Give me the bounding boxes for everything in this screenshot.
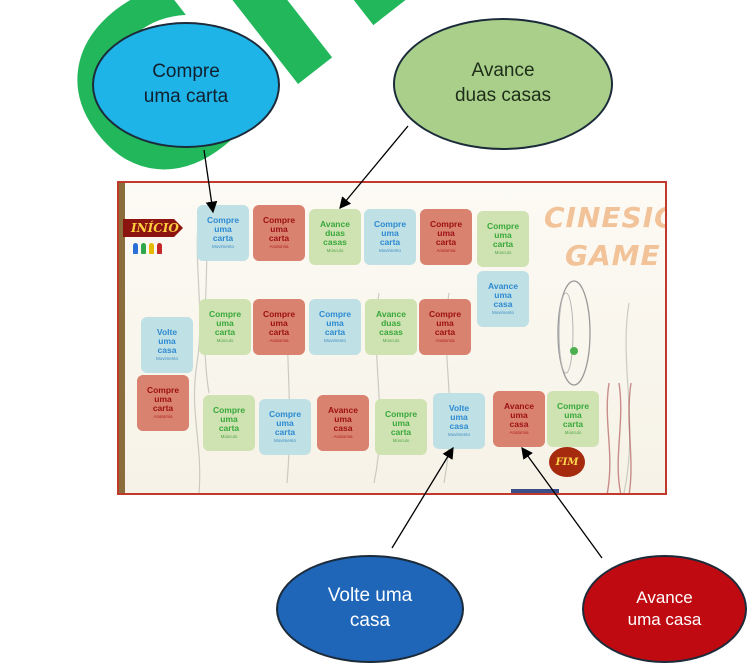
tile-action-text: Compre uma carta	[384, 409, 418, 438]
tile-category-text: Movimento	[155, 356, 178, 362]
start-flag: INÍCIO	[123, 219, 183, 237]
tile-category-text: Anatomia	[436, 248, 456, 254]
tile-category-text: Anatomia	[333, 434, 353, 440]
tile-category-text: Anatomia	[269, 244, 289, 250]
callout-back-one: Volte uma casa	[276, 555, 464, 663]
tile-category-text: Anatomia	[269, 338, 289, 344]
tile-category-text: Movimento	[378, 248, 401, 254]
tile-category-text: Músculo	[392, 438, 410, 444]
tile-category-text: Movimento	[323, 338, 346, 344]
game-title-line2: GAME	[565, 239, 661, 272]
tile-action-text: Compre uma carta	[373, 219, 407, 248]
board-edge	[119, 183, 125, 493]
tile-action-text: Compre uma carta	[486, 221, 520, 250]
tile-category-text: Movimento	[211, 244, 234, 250]
callout-advance-one: Avance uma casa	[582, 555, 747, 663]
callout-buy-card: Compre uma carta	[92, 22, 280, 148]
tile-category-text: Músculo	[220, 434, 238, 440]
tile-action-text: Avance duas casas	[376, 309, 406, 338]
tile-action-text: Compre uma carta	[206, 215, 240, 244]
tile-action-text: Avance uma casa	[488, 281, 518, 310]
tile-action-text: Compre uma carta	[428, 309, 462, 338]
tile-action-text: Volte uma casa	[156, 327, 178, 356]
tile-category-text: Movimento	[273, 438, 296, 444]
tile-action-text: Avance uma casa	[328, 405, 358, 434]
tile-action-text: Avance uma casa	[504, 401, 534, 430]
tile-action-text: Compre uma carta	[262, 215, 296, 244]
end-marker: FIM	[549, 447, 585, 477]
callout-advance-two-label: Avance duas casas	[454, 60, 552, 106]
tile-action-text: Compre uma carta	[429, 219, 463, 248]
board-footer-bar	[511, 489, 559, 493]
tile-category-text: Movimento	[447, 432, 470, 438]
tile-category-text: Movimento	[491, 310, 514, 316]
start-label: INÍCIO	[131, 221, 179, 235]
tile-category-text: Músculo	[382, 338, 400, 344]
tile-category-text: Anatomia	[509, 430, 529, 436]
pawn-green-icon	[141, 243, 146, 254]
tile-category-text: Músculo	[216, 338, 234, 344]
tile-category-text: Músculo	[494, 250, 512, 256]
tile-category-text: Anatomia	[435, 338, 455, 344]
tile-action-text: Compre uma carta	[208, 309, 242, 338]
tile-action-text: Compre uma carta	[146, 385, 180, 414]
tile-category-text: Músculo	[326, 248, 344, 254]
pawn-blue-icon	[133, 243, 138, 254]
end-label: FIM	[555, 456, 579, 468]
tile-action-text: Volte uma casa	[448, 403, 470, 432]
callout-buy-card-label: Compre uma carta	[143, 61, 229, 107]
tile-category-text: Músculo	[564, 430, 582, 436]
pawn-yellow-icon	[149, 243, 154, 254]
tile-action-text: Compre uma carta	[556, 401, 590, 430]
tile-category-text: Anatomia	[153, 414, 173, 420]
tile-action-text: Compre uma carta	[268, 409, 302, 438]
tile-action-text: Avance duas casas	[320, 219, 350, 248]
tile-action-text: Compre uma carta	[212, 405, 246, 434]
game-title-line1: CINESIO	[544, 201, 667, 234]
callout-advance-two: Avance duas casas	[393, 18, 613, 150]
pawn-red-icon	[157, 243, 162, 254]
tile-action-text: Compre uma carta	[262, 309, 296, 338]
callout-advance-one-label: Avance uma casa	[627, 587, 702, 629]
tile-action-text: Compre uma carta	[318, 309, 352, 338]
callout-back-one-label: Volte uma casa	[327, 585, 413, 631]
